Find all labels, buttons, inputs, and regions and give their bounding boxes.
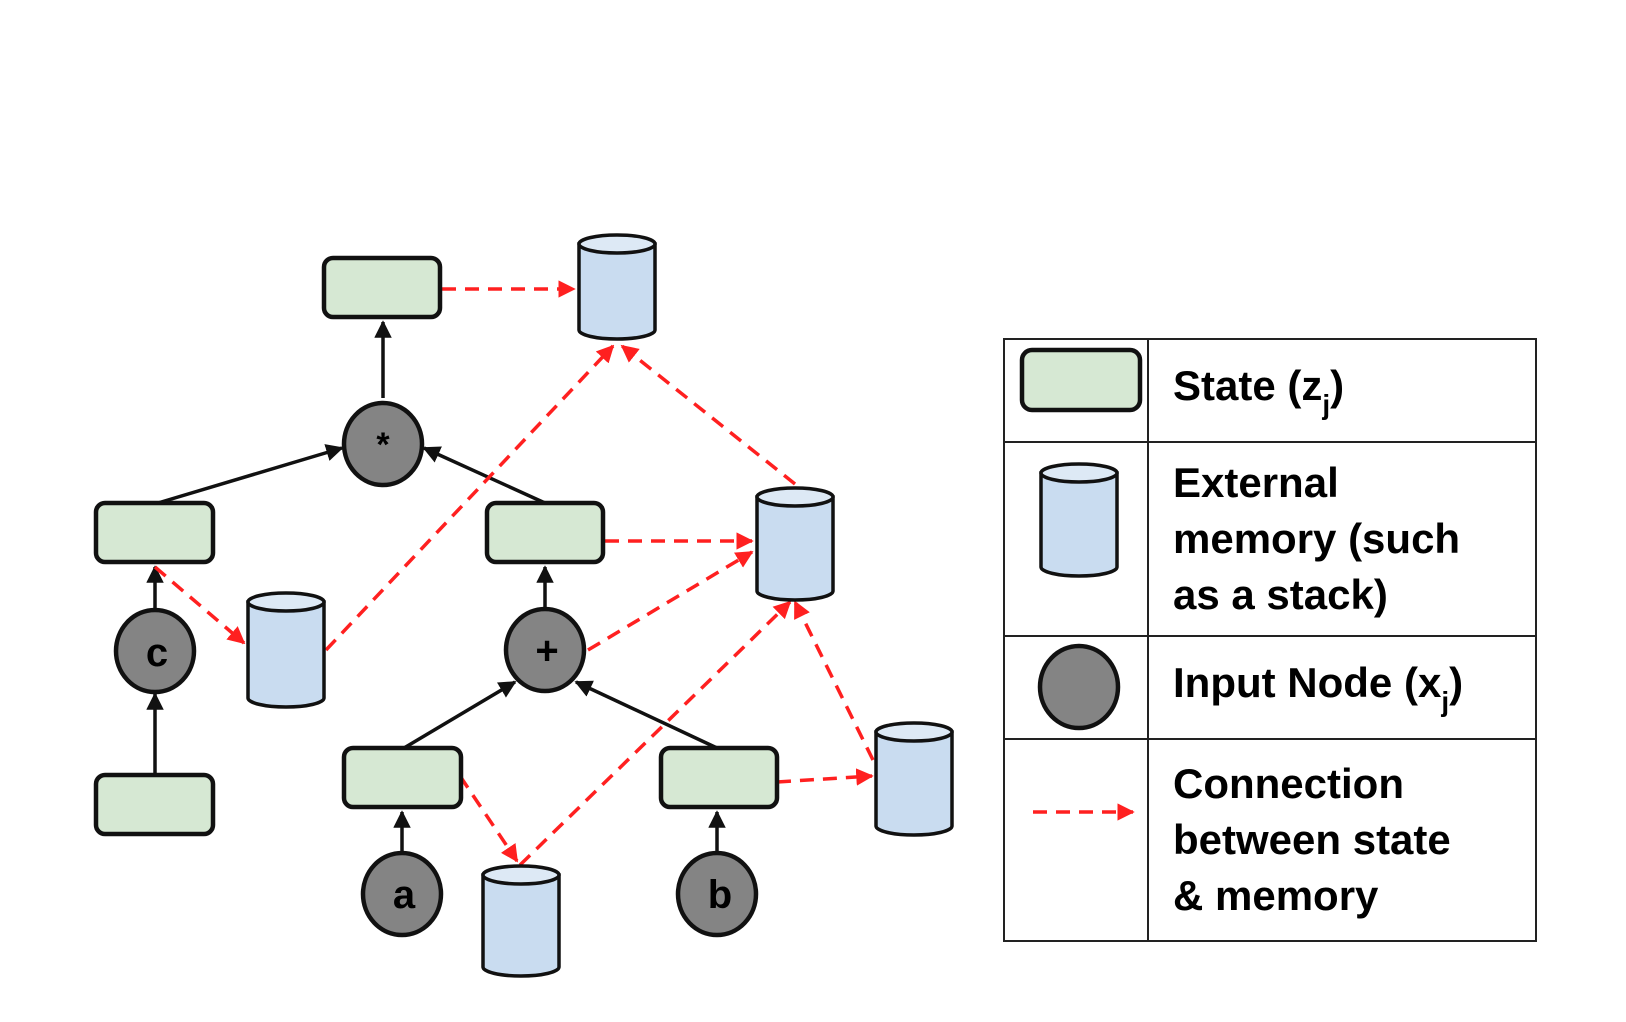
conn-left-mem-to-top-mem [324, 344, 615, 652]
dashed-arrow-icon [1033, 803, 1135, 821]
legend: State (zj) External memory (such as a st… [1003, 338, 1537, 942]
conn-a-state-to-bottom-mem [458, 775, 519, 863]
input-node-icon [1037, 643, 1121, 731]
edge-a-state-to-plus [403, 680, 517, 750]
input-node-plus [503, 606, 587, 694]
memory-mid [755, 486, 835, 602]
memory-icon [1039, 462, 1119, 578]
legend-row-connection: Connection between state & memory [1005, 740, 1535, 940]
legend-state-label: State (zj) [1173, 362, 1345, 420]
legend-row-state: State (zj) [1005, 340, 1535, 443]
legend-input-label: Input Node (xj) [1173, 659, 1464, 717]
memory-bottom [481, 864, 561, 978]
input-node-a [360, 850, 444, 938]
input-node-c [113, 607, 197, 695]
memory-top [577, 233, 657, 341]
state-icon [1019, 347, 1143, 413]
input-node-mult [341, 400, 425, 488]
conn-mid-mem-to-top-mem [620, 344, 797, 486]
state-nodes [93, 255, 780, 837]
state-a [341, 745, 464, 810]
state-top [321, 255, 443, 320]
legend-connection-label: Connection between state & memory [1173, 760, 1451, 919]
a-label: a [393, 873, 416, 917]
input-nodes [113, 400, 759, 938]
mult-op-label: * [376, 426, 390, 464]
conn-bottom-mem-to-mid-mem [518, 600, 792, 867]
state-left [93, 500, 216, 565]
memory-connections [153, 280, 875, 867]
legend-row-memory: External memory (such as a stack) [1005, 443, 1535, 637]
c-label: c [146, 631, 168, 675]
memory-nodes [246, 233, 954, 978]
memory-right [874, 721, 954, 837]
input-node-b [675, 850, 759, 938]
plus-op-label: + [535, 629, 558, 673]
conn-b-state-to-right-mem [776, 768, 874, 786]
edge-left-to-mult [157, 444, 344, 505]
edge-b-state-to-plus [574, 680, 718, 750]
legend-memory-label: External memory (such as a stack) [1173, 459, 1461, 618]
conn-right-mem-to-mid-mem [793, 600, 875, 761]
edge-mid-to-mult [422, 446, 546, 505]
b-label: b [708, 873, 732, 917]
tree-edges [146, 320, 726, 852]
memory-left [246, 591, 326, 709]
legend-row-input: Input Node (xj) [1005, 637, 1535, 740]
conn-left-state-to-left-mem [153, 565, 246, 645]
state-mid [484, 500, 606, 565]
state-bottom-left [93, 772, 216, 837]
state-b [658, 745, 780, 810]
conn-plus-to-mid-mem [587, 550, 754, 652]
